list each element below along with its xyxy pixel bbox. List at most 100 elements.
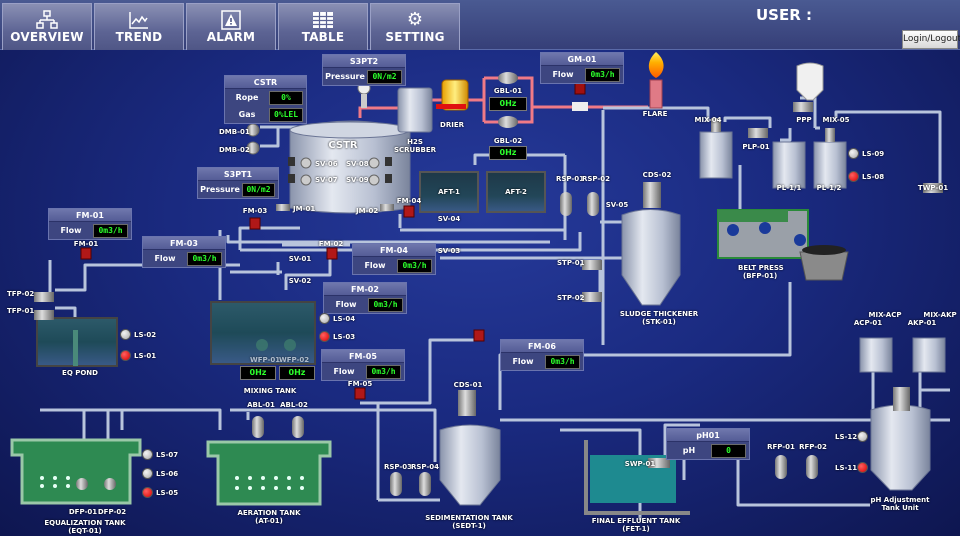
level-switch-label: LS-08 bbox=[862, 173, 885, 181]
ph01-title: pH01 bbox=[667, 429, 749, 442]
s3pt1-title: S3PT1 bbox=[198, 168, 278, 181]
fm06-value: 0m3/h bbox=[545, 354, 580, 369]
level-switch-indicator-ls-04 bbox=[319, 313, 330, 324]
nav-overview-button[interactable]: OVERVIEW bbox=[2, 3, 92, 50]
mix-acp-label: MIX-ACP bbox=[868, 311, 902, 319]
rsp01-label: RSP-01 bbox=[555, 175, 585, 183]
fm01-title: FM-01 bbox=[49, 209, 131, 222]
drier-unit bbox=[436, 79, 469, 111]
sv01-label: SV-01 bbox=[288, 255, 312, 263]
abl02-label: ABL-02 bbox=[280, 401, 308, 409]
level-switch-indicator-ls-12 bbox=[857, 431, 868, 442]
pl12-label: PL-1/2 bbox=[816, 184, 842, 192]
dfp01-label: DFP-01 bbox=[68, 508, 98, 516]
sv04-label: SV-04 bbox=[437, 215, 461, 223]
cstr-label: CSTR bbox=[328, 140, 358, 151]
mix-acp-tank bbox=[859, 337, 893, 373]
level-switch-indicator-ls-05 bbox=[142, 487, 153, 498]
fm01-label: Flow bbox=[60, 226, 82, 235]
cds02-label: CDS-02 bbox=[642, 171, 672, 179]
nav-setting-button[interactable]: ⚙ SETTING bbox=[370, 3, 460, 50]
s3pt2-value: 0N/m2 bbox=[367, 69, 402, 84]
sv05-label: SV-05 bbox=[605, 201, 629, 209]
ph01-value: 0 bbox=[711, 443, 746, 458]
sv02-label: SV-02 bbox=[288, 277, 312, 285]
cstr-gas-value: 0%LEL bbox=[269, 107, 303, 122]
level-switch-label: LS-04 bbox=[333, 315, 356, 323]
equalization-tank bbox=[10, 438, 142, 505]
dfp-pumps bbox=[76, 478, 116, 490]
drier-label: DRIER bbox=[440, 121, 464, 129]
aft-1-tank bbox=[419, 171, 479, 213]
jm02-label: JM-02 bbox=[356, 207, 379, 215]
gm-01-flowmeter-icon bbox=[572, 81, 588, 111]
nav-alarm-button[interactable]: ALARM bbox=[186, 3, 276, 50]
s3pt2-label: Pressure bbox=[325, 72, 365, 81]
aft1-label: AFT-1 bbox=[438, 188, 460, 196]
dmb-blowers bbox=[246, 123, 260, 155]
cstr-valves bbox=[288, 157, 392, 183]
s3pt1-value: 0N/m2 bbox=[242, 182, 275, 197]
level-switch-indicator-ls-01 bbox=[120, 350, 131, 361]
fm02-value: 0m3/h bbox=[368, 297, 403, 312]
fm02-label: Flow bbox=[335, 300, 357, 309]
nav-trend-button[interactable]: TREND bbox=[94, 3, 184, 50]
nav-table-label: TABLE bbox=[301, 30, 345, 44]
fm06-title: FM-06 bbox=[501, 340, 583, 353]
pl-1-1-tank bbox=[772, 141, 806, 189]
top-navigation-bar: OVERVIEW TREND ALARM TABLE ⚙ SETTING USE… bbox=[0, 0, 960, 50]
ppp-hopper bbox=[796, 62, 824, 101]
abl-blowers bbox=[252, 416, 304, 438]
fm05-label: Flow bbox=[333, 367, 355, 376]
sv06-label: SV-06 bbox=[315, 160, 338, 168]
flare-stack bbox=[648, 52, 664, 109]
fm05-value: 0m3/h bbox=[366, 364, 401, 379]
sed-tank-id: (SEDT-1) bbox=[452, 522, 486, 530]
nav-table-button[interactable]: TABLE bbox=[278, 3, 368, 50]
h2s-scrubber-label: H2S SCRUBBER bbox=[393, 138, 437, 154]
fm03-value: 0m3/h bbox=[187, 251, 222, 266]
nav-setting-label: SETTING bbox=[385, 30, 445, 44]
sludge-thickener-vessel bbox=[621, 182, 681, 306]
eq-tank-id: (EQT-01) bbox=[68, 527, 102, 535]
fm05-tag: FM-05 bbox=[347, 380, 373, 388]
cstr-gas-label: Gas bbox=[238, 110, 256, 119]
sv-07-indicator bbox=[300, 174, 312, 186]
tfp-pumps bbox=[34, 292, 54, 320]
twp01-label: TWP-01 bbox=[917, 184, 949, 192]
level-switch-indicator-ls-09 bbox=[848, 148, 859, 159]
level-switch-indicator-ls-07 bbox=[142, 449, 153, 460]
rsp-pumps bbox=[390, 192, 599, 496]
gm01-title: GM-01 bbox=[541, 53, 623, 66]
eq-tank-label: EQUALIZATION TANK bbox=[44, 519, 126, 527]
cstr-rope-value: 0% bbox=[269, 90, 303, 105]
sludge-cart bbox=[799, 245, 849, 281]
level-switch-indicator-ls-11 bbox=[857, 462, 868, 473]
akp01-label: AKP-01 bbox=[907, 319, 937, 327]
table-icon bbox=[279, 4, 367, 30]
final-tank-id: (FET-1) bbox=[622, 525, 650, 533]
login-logout-button[interactable]: Login/Logout bbox=[902, 30, 960, 49]
mixing-tank-label: MIXING TANK bbox=[243, 387, 297, 395]
level-switch-label: LS-01 bbox=[134, 352, 157, 360]
level-switch-indicator-ls-02 bbox=[120, 329, 131, 340]
tfp02-label: TFP-02 bbox=[7, 290, 35, 298]
network-icon bbox=[3, 4, 91, 30]
mix05-label: MIX-05 bbox=[822, 116, 850, 124]
ph-adjustment-tank bbox=[859, 337, 946, 491]
sv03-label: SV-03 bbox=[437, 247, 461, 255]
h2s-scrubber-vessel bbox=[397, 87, 433, 133]
s3pt2-title: S3PT2 bbox=[323, 55, 405, 68]
gbl01-frequency-display: 0Hz bbox=[489, 97, 527, 111]
level-switch-label: LS-07 bbox=[156, 451, 179, 459]
level-switch-label: LS-03 bbox=[333, 333, 356, 341]
fm04-label: Flow bbox=[364, 261, 386, 270]
stp-pumps bbox=[582, 260, 602, 302]
